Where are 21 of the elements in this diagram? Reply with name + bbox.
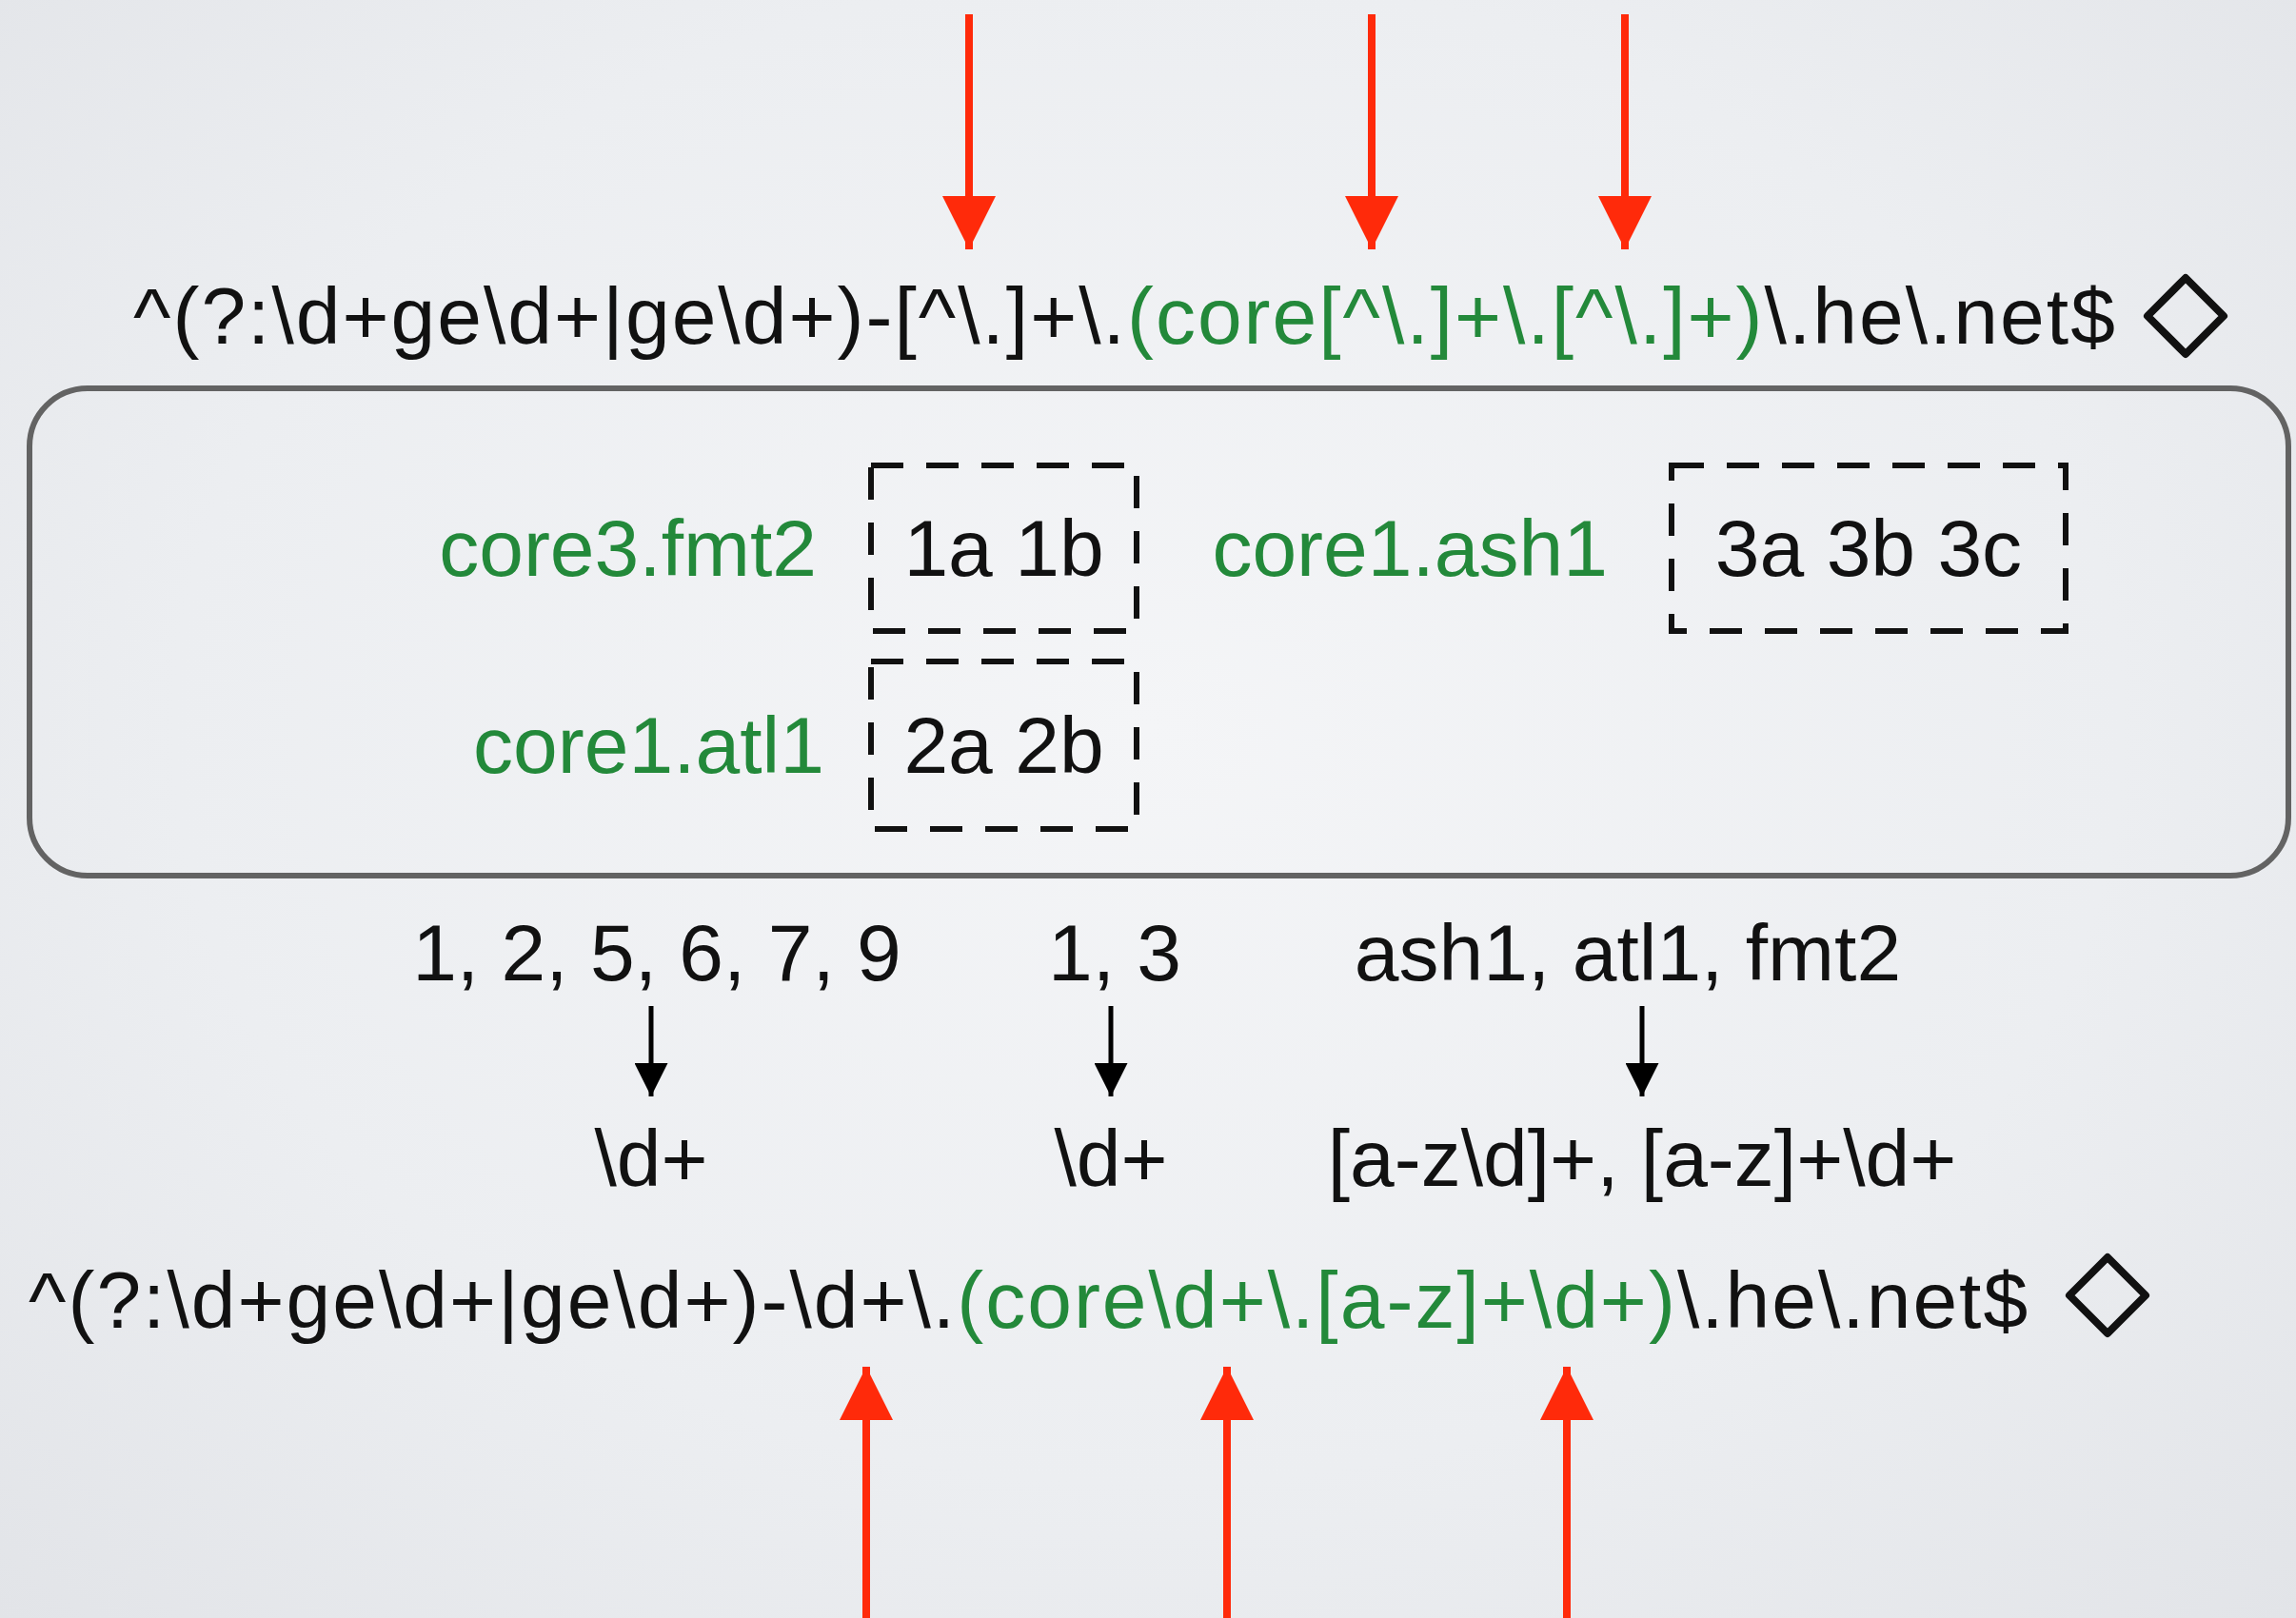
dashed-box: [868, 463, 1139, 634]
arrow: [1625, 1006, 1659, 1096]
node-label: 2a 2b: [903, 699, 1104, 792]
host-label: core1.atl1: [473, 699, 824, 792]
node-label: 3a 3b 3c: [1714, 502, 2023, 595]
node-label: 1, 3: [1047, 906, 1182, 999]
dashed-box: [868, 659, 1139, 832]
node-label: \d+: [1054, 1112, 1168, 1205]
arrow: [1094, 1006, 1128, 1096]
dashed-box: [1669, 463, 2068, 634]
node-label: 1a 1b: [903, 502, 1104, 595]
node-label: 1, 2, 5, 6, 7, 9: [412, 906, 901, 999]
arrow: [634, 1006, 668, 1096]
host-label: core3.fmt2: [439, 502, 817, 595]
regex-text: ^(?:\d+ge\d+|ge\d+)-\d+\.(core\d+\.[a-z]+\d+)\.he\.net$: [29, 1253, 2030, 1347]
node-label: ash1, atl1, fmt2: [1354, 906, 1902, 999]
node-label: \d+: [594, 1112, 708, 1205]
rounded-frame: [27, 385, 2291, 878]
host-label: core1.ash1: [1212, 502, 1608, 595]
regex-text: ^(?:\d+ge\d+|ge\d+)-[^\.]+\.(core[^\.]+\.[^\.]+)\.he\.net$: [133, 269, 2117, 363]
node-label: [a-z\d]+, [a-z]+\d+: [1327, 1112, 1957, 1205]
